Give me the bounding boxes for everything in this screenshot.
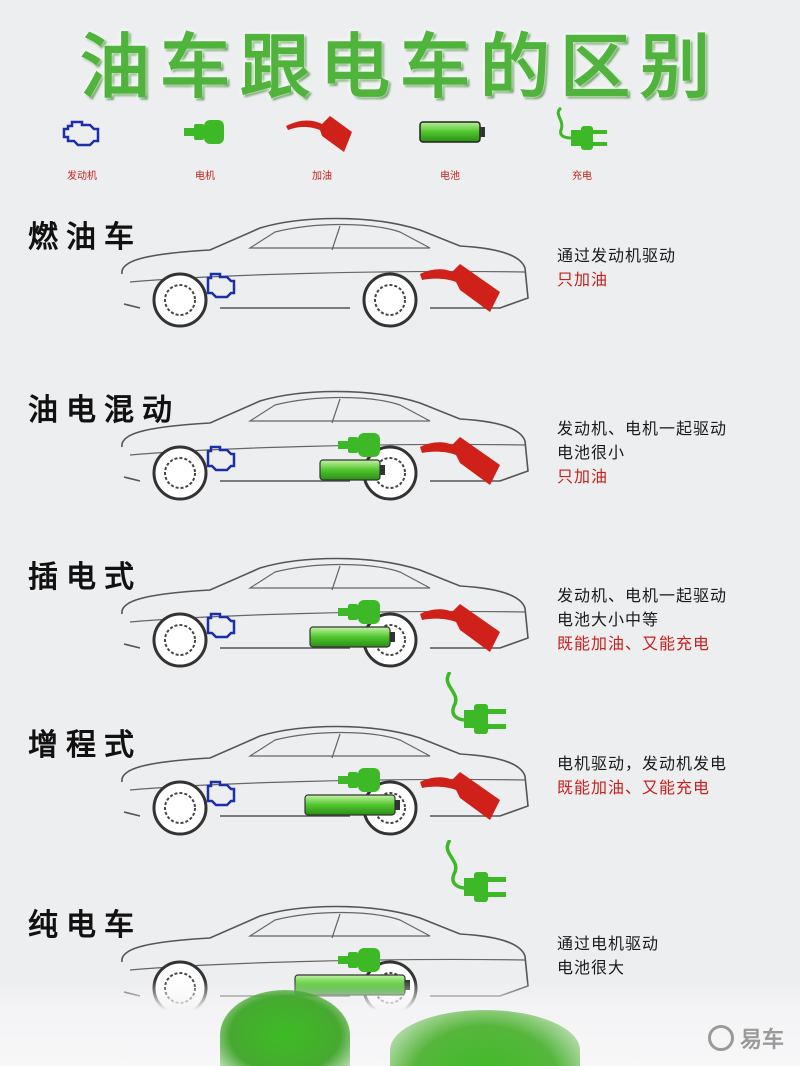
fuel-nozzle-icon	[420, 772, 500, 820]
legend-charge: 充电	[532, 106, 632, 192]
engine-icon	[206, 780, 236, 807]
car-type-description: 发动机、电机一起驱动电池大小中等既能加油、又能充电	[557, 584, 792, 656]
page-title: 油车跟电车的区别	[80, 25, 720, 108]
car-type-row: 燃油车 通过发动机驱动只加油	[0, 212, 800, 382]
engine-icon	[206, 612, 236, 639]
watermark: 易车	[707, 1022, 784, 1054]
engine-icon	[62, 120, 100, 147]
description-line: 只加油	[557, 270, 609, 289]
green-blob	[390, 1010, 580, 1066]
description-line: 电池很大	[557, 958, 626, 977]
legend-label: 电池	[440, 171, 460, 182]
description-line: 既能加油、又能充电	[557, 634, 711, 653]
car-type-name: 燃油车	[28, 220, 142, 255]
car-type-name: 增程式	[28, 728, 142, 763]
car-type-description: 通过发动机驱动只加油	[557, 244, 792, 292]
fuel-nozzle-icon	[420, 437, 500, 485]
legend-fuel: 加油	[272, 112, 372, 192]
battery-icon	[319, 459, 385, 481]
description-line: 发动机、电机一起驱动	[557, 586, 728, 605]
charging-plug-icon	[556, 106, 607, 150]
car-type-name: 纯电车	[28, 908, 142, 943]
legend-label: 发动机	[67, 171, 97, 182]
engine-icon	[206, 445, 236, 472]
legend-label: 电机	[195, 171, 215, 182]
car-illustration	[121, 725, 529, 836]
motor-icon	[184, 120, 224, 144]
fuel-nozzle-icon	[286, 116, 352, 152]
description-line: 发动机、电机一起驱动	[557, 419, 728, 438]
watermark-logo-icon	[707, 1025, 734, 1051]
car-type-name: 插电式	[28, 560, 142, 595]
car-type-description: 发动机、电机一起驱动电池很小只加油	[557, 417, 792, 489]
motor-icon	[338, 600, 380, 624]
car-figure	[100, 720, 540, 850]
engine-icon	[206, 272, 236, 299]
car-type-description: 通过电机驱动电池很大	[557, 932, 792, 980]
battery-icon	[419, 121, 485, 143]
fuel-nozzle-icon	[420, 264, 500, 312]
car-illustration	[121, 217, 529, 328]
battery-icon	[309, 626, 395, 648]
description-line: 电机驱动，发动机发电	[557, 754, 728, 773]
car-type-row: 油电混动 发动机、电机一起驱动电池很小只加油	[0, 385, 800, 555]
legend: 发动机 电机 加油 电池	[0, 106, 800, 192]
description-line: 电池大小中等	[557, 610, 660, 629]
car-illustration	[121, 390, 529, 501]
description-line: 通过发动机驱动	[557, 246, 677, 265]
car-illustration	[121, 557, 529, 668]
car-type-row: 插电式 发动机、电机一起驱动电池大小中等既能加油、又能充电	[0, 552, 800, 734]
description-line: 通过电机驱动	[557, 934, 660, 953]
car-figure	[100, 385, 540, 515]
car-figure	[100, 212, 540, 342]
legend-engine: 发动机	[32, 112, 132, 192]
description-line: 电池很小	[557, 443, 626, 462]
watermark-text: 易车	[739, 1028, 784, 1053]
fuel-nozzle-icon	[420, 604, 500, 652]
description-line: 既能加油、又能充电	[557, 778, 711, 797]
legend-label: 加油	[312, 171, 332, 182]
legend-label: 充电	[572, 171, 592, 182]
legend-motor: 电机	[155, 112, 255, 192]
car-type-name: 油电混动	[28, 393, 180, 428]
green-blob	[220, 990, 350, 1066]
legend-battery: 电池	[400, 112, 500, 192]
car-figure	[100, 552, 540, 682]
battery-icon	[304, 794, 400, 816]
car-type-description: 电机驱动，发动机发电既能加油、又能充电	[557, 752, 792, 800]
charging-plug-icon	[440, 838, 520, 910]
motor-icon	[338, 433, 380, 457]
description-line: 只加油	[557, 467, 609, 486]
motor-icon	[338, 768, 380, 792]
car-type-row: 增程式 电机驱动，发动机发电既能加油、又能充电	[0, 720, 800, 902]
motor-icon	[338, 948, 380, 972]
charging-plug-icon	[440, 670, 520, 742]
